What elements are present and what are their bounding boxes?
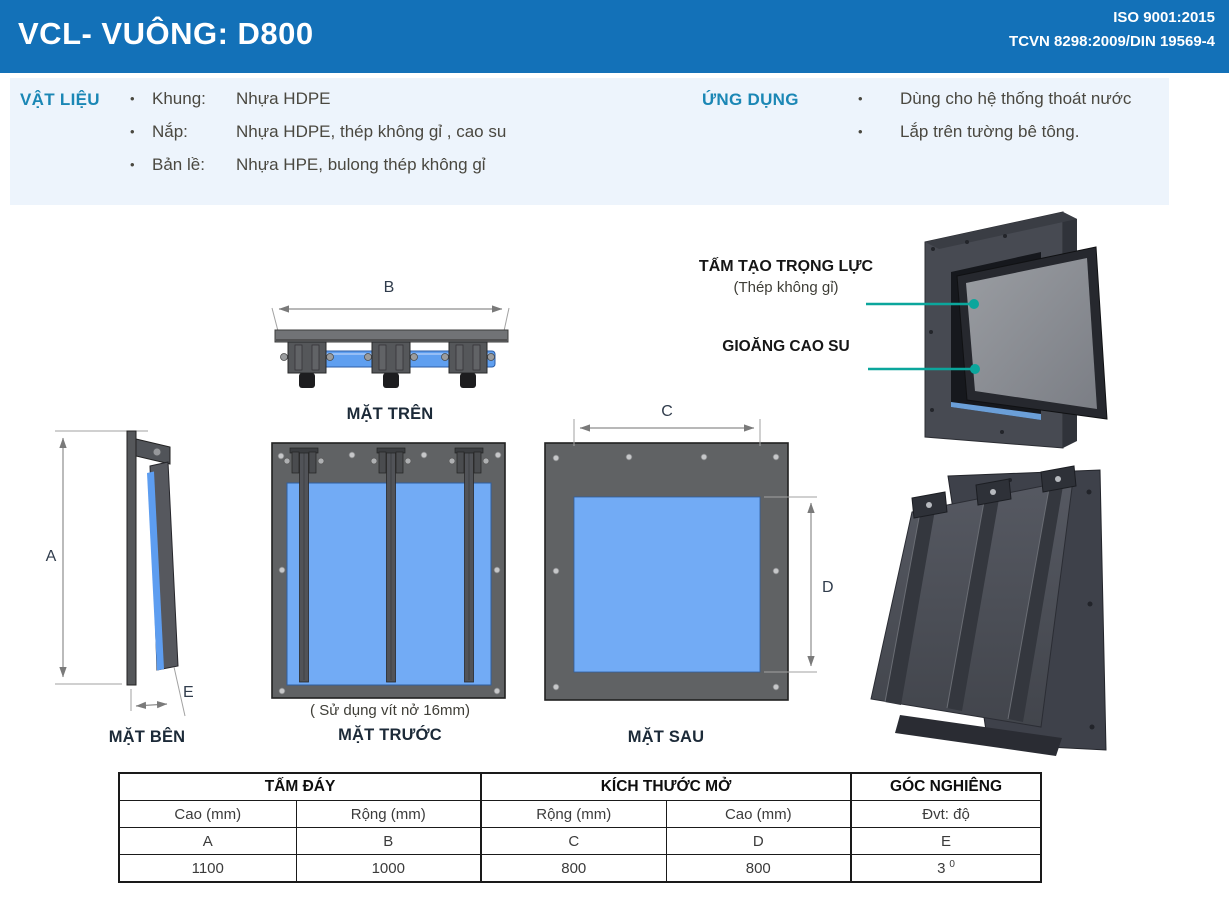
hinge-strap xyxy=(283,447,325,683)
list-item: Bản lề: Nhựa HPE, bulong thép không gỉ xyxy=(122,148,506,181)
dimension-label-c: C xyxy=(661,403,673,420)
hinge-bracket xyxy=(280,341,334,388)
render-open-flap xyxy=(866,211,1108,449)
top-view-drawing xyxy=(271,305,510,388)
bolt-dots xyxy=(277,451,502,695)
material-desc: Nhựa HDPE xyxy=(236,89,331,108)
front-view-drawing xyxy=(271,442,506,699)
dim-cell: D xyxy=(665,827,852,855)
cert-standard: TCVN 8298:2009/DIN 19569-4 xyxy=(1009,33,1215,50)
caption-back-view: MẶT SAU xyxy=(627,728,705,746)
value-cell: 1100 xyxy=(118,854,297,883)
list-item: Dùng cho hệ thống thoát nước xyxy=(850,82,1131,115)
subheader-cell: Cao (mm) xyxy=(665,800,852,828)
bolt-dots xyxy=(1008,475,1095,730)
bolt-dots xyxy=(929,234,1007,434)
bullet-icon xyxy=(850,82,900,115)
callout-dot-weight-plate xyxy=(969,299,979,309)
bullet-icon xyxy=(122,82,152,115)
list-item: Nắp: Nhựa HDPE, thép không gỉ , cao su xyxy=(122,115,506,148)
bolt-dots xyxy=(552,453,780,691)
bullet-icon xyxy=(122,148,152,181)
side-view-drawing xyxy=(55,430,186,717)
bullet-icon xyxy=(122,115,152,148)
list-item: Khung: Nhựa HDPE xyxy=(122,82,506,115)
certifications: ISO 9001:2015 TCVN 8298:2009/DIN 19569-4 xyxy=(1009,9,1215,50)
dim-cell: B xyxy=(295,827,482,855)
page-title: VCL- VUÔNG: D800 xyxy=(18,16,314,51)
dimension-label-d: D xyxy=(822,579,834,596)
material-term: Nắp: xyxy=(152,122,188,141)
group-header-tilt-angle: GÓC NGHIÊNG xyxy=(850,772,1042,801)
subheader-cell: Rộng (mm) xyxy=(480,800,667,828)
materials-list: Khung: Nhựa HDPE Nắp: Nhựa HDPE, thép kh… xyxy=(122,82,506,181)
hinge-bracket xyxy=(441,341,495,388)
front-view-note: ( Sử dụng vít nở 16mm) xyxy=(310,702,470,719)
application-desc: Lắp trên tường bê tông. xyxy=(900,122,1080,141)
caption-side-view: MẶT BÊN xyxy=(108,728,186,746)
dimension-label-b: B xyxy=(383,279,395,296)
bullet-icon xyxy=(850,115,900,148)
group-header-base-plate: TẤM ĐÁY xyxy=(118,772,482,801)
applications-heading: ỨNG DỤNG xyxy=(702,90,799,109)
hinge-strap xyxy=(370,447,412,683)
table-dimension-row: A B C D E xyxy=(118,827,1042,855)
subheader-cell: Đvt: độ xyxy=(850,800,1042,828)
applications-list: Dùng cho hệ thống thoát nước Lắp trên tư… xyxy=(850,82,1131,148)
dim-cell: A xyxy=(118,827,297,855)
weight-plate-sublabel: (Thép không gỉ) xyxy=(733,279,839,296)
weight-plate-label: TẤM TẠO TRỌNG LỰC xyxy=(698,258,874,275)
caption-front-view: MẶT TRƯỚC xyxy=(338,726,442,744)
value-cell: 1000 xyxy=(295,854,482,883)
cert-iso: ISO 9001:2015 xyxy=(1113,9,1215,26)
subheader-cell: Cao (mm) xyxy=(118,800,297,828)
materials-heading: VẬT LIỆU xyxy=(20,90,100,109)
rubber-gasket-label: GIOĂNG CAO SU xyxy=(722,338,850,355)
dimension-label-a: A xyxy=(45,548,57,565)
angle-value: 3 xyxy=(937,860,946,877)
back-view-drawing xyxy=(544,419,817,701)
material-desc: Nhựa HDPE, thép không gỉ , cao su xyxy=(236,122,507,141)
value-cell: 800 xyxy=(665,854,852,883)
list-item: Lắp trên tường bê tông. xyxy=(850,115,1131,148)
render-front-perspective xyxy=(870,465,1107,756)
application-desc: Dùng cho hệ thống thoát nước xyxy=(900,89,1132,108)
callout-labels: TẤM TẠO TRỌNG LỰC (Thép không gỉ) GIOĂNG… xyxy=(686,257,886,356)
material-term: Bản lề: xyxy=(152,155,205,174)
subheader-cell: Rộng (mm) xyxy=(295,800,482,828)
table-subheader-row: Cao (mm) Rộng (mm) Rộng (mm) Cao (mm) Đv… xyxy=(118,800,1042,828)
callout-dot-gasket xyxy=(970,364,980,374)
dimension-table: TẤM ĐÁY KÍCH THƯỚC MỞ GÓC NGHIÊNG Cao (m… xyxy=(118,772,1043,883)
dimension-label-e: E xyxy=(183,684,194,701)
group-header-opening-size: KÍCH THƯỚC MỞ xyxy=(480,772,852,801)
info-band: VẬT LIỆU Khung: Nhựa HDPE Nắp: Nhựa HDPE… xyxy=(10,78,1169,205)
material-term: Khung: xyxy=(152,89,206,108)
angle-superscript: 0 xyxy=(949,859,955,870)
material-desc: Nhựa HPE, bulong thép không gỉ xyxy=(236,155,486,174)
table-group-header-row: TẤM ĐÁY KÍCH THƯỚC MỞ GÓC NGHIÊNG xyxy=(118,772,1042,801)
title-bar: VCL- VUÔNG: D800 ISO 9001:2015 TCVN 8298… xyxy=(0,0,1229,73)
caption-top-view: MẶT TRÊN xyxy=(346,405,434,423)
dim-cell: C xyxy=(480,827,667,855)
hinge-bracket xyxy=(364,341,418,388)
hinge-strap xyxy=(448,447,490,683)
dim-cell: E xyxy=(850,827,1042,855)
value-cell: 800 xyxy=(480,854,667,883)
